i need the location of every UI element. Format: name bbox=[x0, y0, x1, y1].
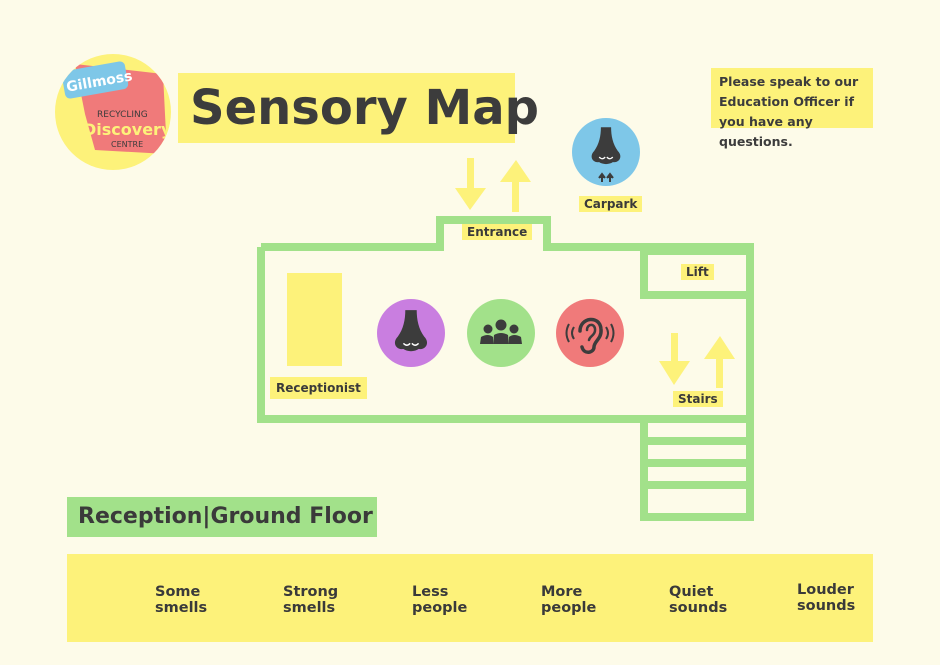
carpark-label: Carpark bbox=[579, 196, 643, 212]
info-note: Please speak to our Education Officer if… bbox=[711, 68, 873, 149]
lift-label: Lift bbox=[681, 264, 714, 280]
logo-text-discovery: Discovery bbox=[83, 120, 171, 139]
room-louder-sounds-icon bbox=[556, 299, 624, 367]
title-box bbox=[178, 73, 515, 143]
stairs-steps bbox=[644, 437, 750, 489]
entrance-arrows bbox=[455, 158, 531, 212]
page-title: Sensory Map bbox=[190, 80, 540, 136]
logo-text-recycling: RECYCLING bbox=[97, 110, 148, 120]
stairs-label: Stairs bbox=[673, 391, 723, 407]
logo-text-centre: CENTRE bbox=[111, 140, 144, 149]
reception-desk bbox=[287, 273, 342, 366]
room-more-people-icon bbox=[467, 299, 535, 367]
building-walls bbox=[257, 216, 754, 521]
receptionist-label: Receptionist bbox=[270, 377, 367, 399]
floor-label: Reception|Ground Floor bbox=[67, 497, 377, 537]
gillmoss-logo: Gillmoss RECYCLING Discovery CENTRE bbox=[55, 54, 171, 170]
stairs-arrows bbox=[659, 333, 735, 388]
room-some-smells-icon bbox=[377, 299, 445, 367]
legend-bar bbox=[67, 554, 873, 642]
carpark-strong-smell-icon bbox=[572, 118, 640, 186]
entrance-label: Entrance bbox=[462, 224, 533, 240]
